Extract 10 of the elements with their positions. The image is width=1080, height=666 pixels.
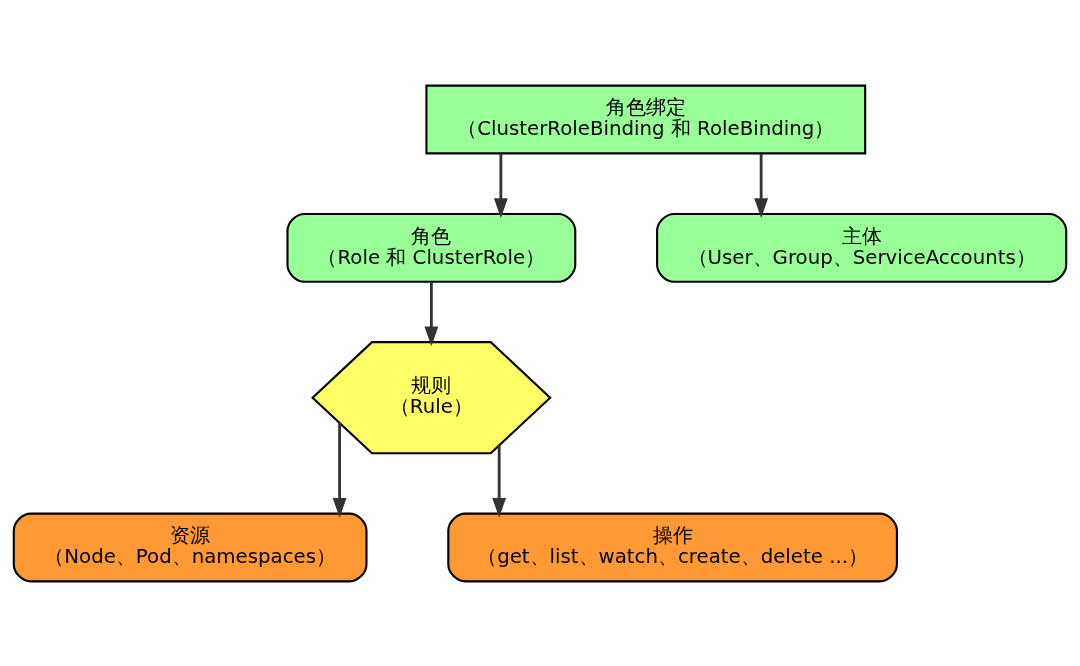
- arrow: [332, 422, 347, 518]
- node-box: 主体 （User、Group、ServiceAccounts）: [656, 212, 1068, 283]
- node-box: 角色绑定 （ClusterRoleBinding 和 RoleBinding）: [425, 84, 867, 154]
- node-box: 角色 （Role 和 ClusterRole）: [286, 212, 577, 283]
- node-box: 资源 （Node、Pod、namespaces）: [12, 512, 368, 582]
- arrow: [424, 281, 439, 346]
- arrow: [492, 445, 507, 518]
- arrow: [754, 153, 769, 218]
- node-box: 操作 （get、list、watch、create、delete ...）: [447, 512, 898, 582]
- arrow: [493, 153, 508, 218]
